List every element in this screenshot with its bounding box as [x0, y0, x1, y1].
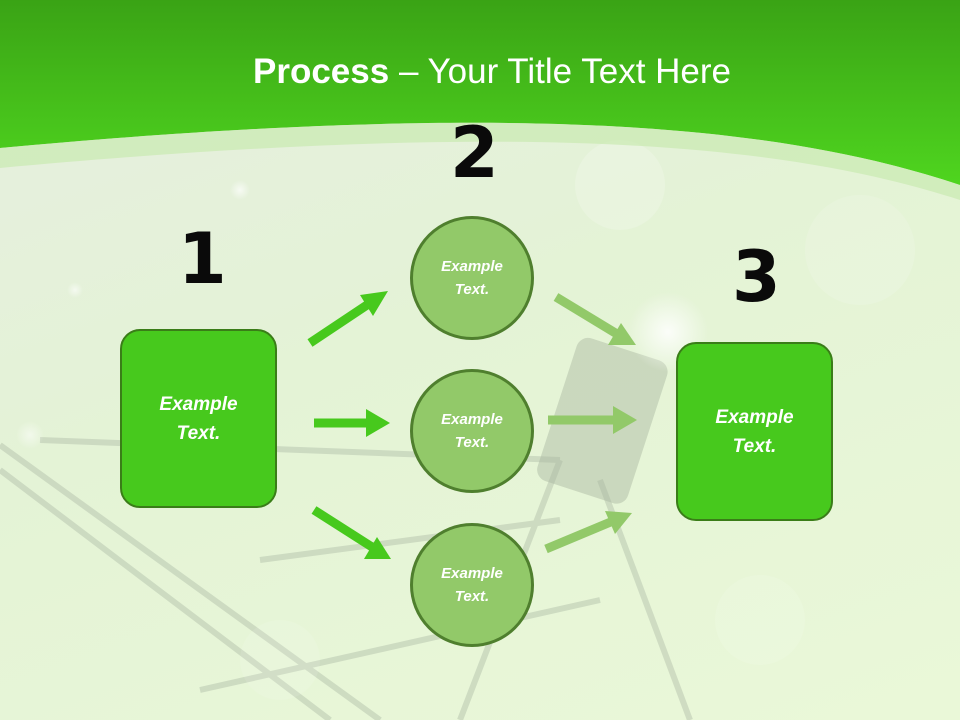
arrow-box1-to-circle3 — [311, 506, 391, 559]
slide-title: Process – Your Title Text Here — [0, 52, 960, 92]
arrow-circle3-to-box3 — [544, 511, 632, 554]
header-band — [0, 0, 960, 185]
arrow-circle1-to-box3 — [553, 293, 636, 345]
header-wave-highlight — [0, 122, 960, 200]
arrow-box1-to-circle2 — [314, 409, 390, 437]
arrow-circle2-to-box3 — [548, 406, 637, 434]
step-number-2: 2 — [450, 112, 499, 194]
arrow-box1-to-circle1 — [307, 291, 388, 347]
title-rest: – Your Title Text Here — [389, 52, 731, 91]
title-bold: Process — [253, 52, 390, 91]
step-number-3: 3 — [732, 236, 781, 318]
step-number-1: 1 — [178, 218, 227, 300]
